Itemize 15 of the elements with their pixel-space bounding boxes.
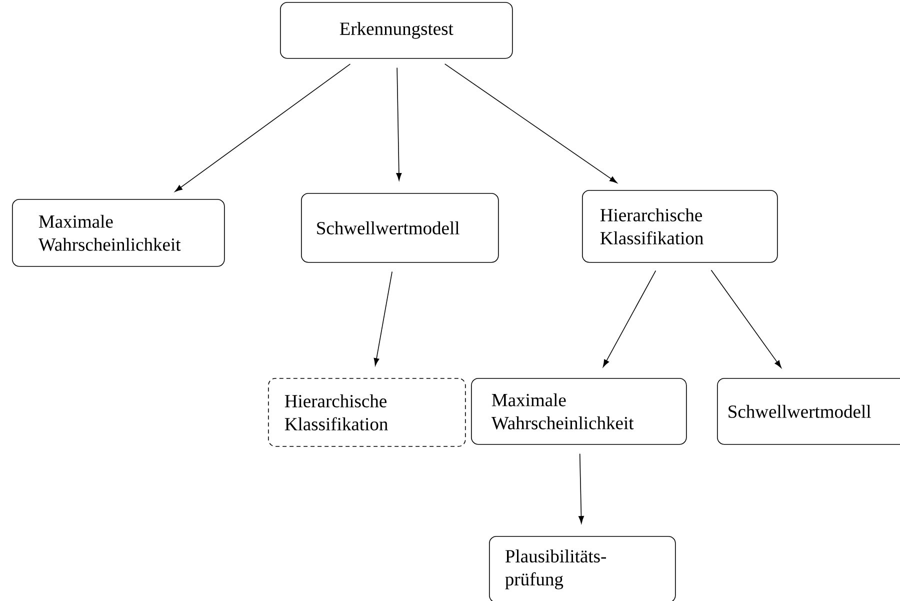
process-box: Erkennungstest <box>280 2 513 59</box>
arrow <box>444 64 618 184</box>
arrow <box>396 67 402 181</box>
process-box: Plausibilitäts- prüfung <box>489 536 676 601</box>
arrow <box>578 453 584 524</box>
arrow <box>374 271 392 366</box>
process-box: Hierarchische Klassifikation <box>582 190 778 263</box>
process-box: Maximale Wahrscheinlichkeit <box>12 199 225 267</box>
process-box: Maximale Wahrscheinlichkeit <box>471 378 687 445</box>
arrow <box>602 270 656 368</box>
arrow <box>174 64 351 192</box>
dashed-process-box: Hierarchische Klassifikation <box>268 378 466 447</box>
arrow <box>710 270 782 368</box>
process-box: Schwellwertmodell <box>301 193 499 263</box>
process-box: Schwellwertmodell <box>717 378 900 445</box>
